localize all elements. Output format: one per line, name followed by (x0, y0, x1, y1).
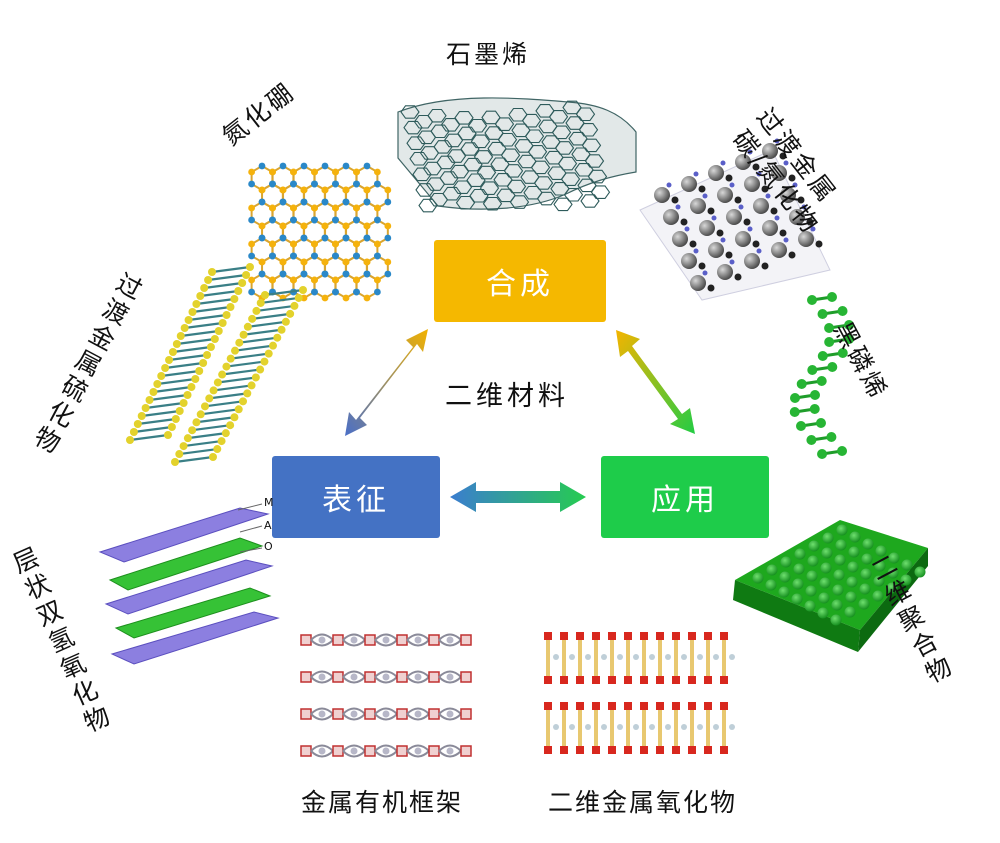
ldh-tag-m: M (264, 496, 274, 509)
ldh-tag-o: O (264, 540, 273, 553)
synthesis-box: 合成 (434, 240, 606, 322)
center-title: 二维材料 (445, 381, 569, 412)
ldh-tag-a: A (264, 519, 272, 532)
boron-nitride-structure (248, 162, 392, 302)
ldh-structure (98, 503, 280, 665)
arrow-synthesis-application (616, 330, 695, 434)
label-oxide: 二维金属氧化物 (548, 788, 738, 817)
label-graphene: 石墨烯 (446, 40, 531, 69)
application-box: 应用 (601, 456, 769, 538)
mxene-structure (639, 138, 831, 301)
arrow-characterization-application (450, 482, 586, 512)
label-mof: 金属有机框架 (301, 788, 464, 817)
characterization-box: 表征 (272, 456, 440, 538)
synthesis-label: 合成 (486, 267, 554, 302)
tmd-structure (126, 263, 307, 466)
oxide-structure (544, 632, 735, 754)
application-label: 应用 (651, 483, 719, 518)
polymer-structure (733, 520, 928, 652)
arrow-synthesis-characterization (345, 329, 428, 436)
graphene-structure (397, 97, 637, 213)
characterization-label: 表征 (322, 483, 390, 518)
mof-structure (300, 633, 472, 758)
black-phosphorus-structure (789, 292, 855, 459)
